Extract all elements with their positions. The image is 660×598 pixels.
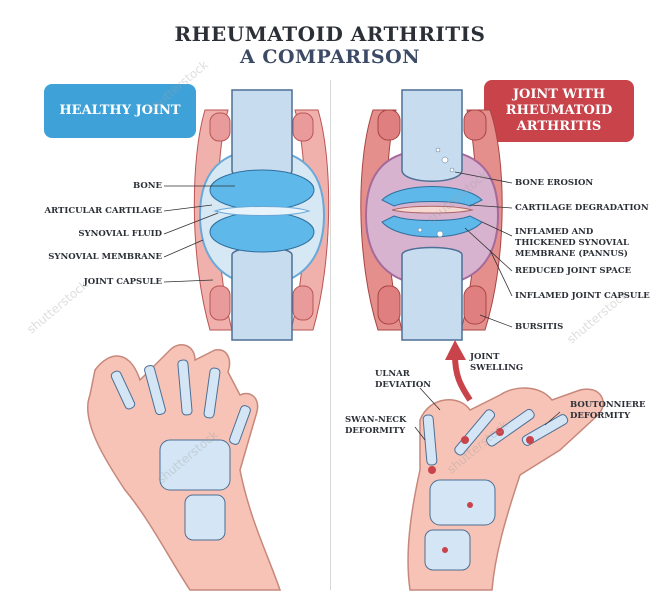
label-bone-erosion: BONE EROSION (515, 178, 593, 189)
label-bone: BONE (40, 181, 162, 192)
label-joint-capsule: JOINT CAPSULE (40, 277, 162, 288)
label-pannus: INFLAMED AND THICKENED SYNOVIAL MEMBRANE… (515, 227, 645, 260)
ra-hand-illustration (408, 340, 603, 590)
label-joint-swelling: JOINT SWELLING (470, 352, 530, 374)
label-swan-neck: SWAN-NECK DEFORMITY (345, 415, 415, 437)
label-ulnar-deviation: ULNAR DEVIATION (375, 369, 435, 391)
label-reduced-joint-space: REDUCED JOINT SPACE (515, 266, 631, 277)
healthy-joint-illustration (164, 90, 329, 340)
label-synovial-membrane: SYNOVIAL MEMBRANE (40, 252, 162, 263)
label-bursitis: BURSITIS (515, 322, 563, 333)
label-boutonniere: BOUTONNIERE DEFORMITY (570, 400, 655, 422)
label-synovial-fluid: SYNOVIAL FLUID (40, 229, 162, 240)
label-cartilage-degradation: CARTILAGE DEGRADATION (515, 203, 649, 214)
label-articular-cartilage: ARTICULAR CARTILAGE (40, 206, 162, 217)
